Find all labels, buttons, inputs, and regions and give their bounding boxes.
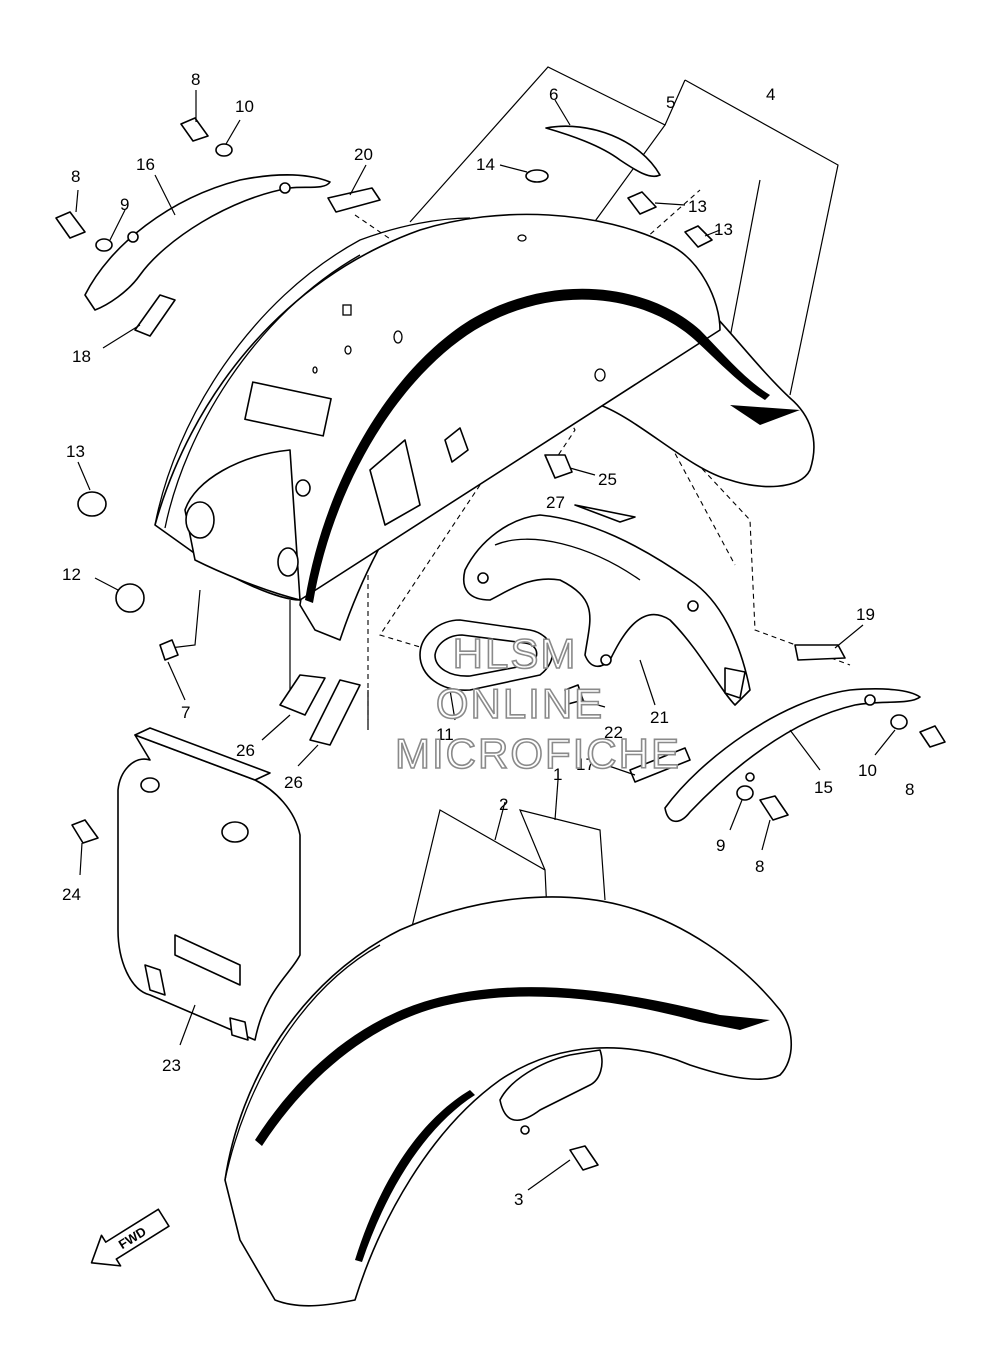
emblem-6 (545, 125, 661, 178)
leader-lines (75, 90, 896, 1191)
callout-8: 8 (905, 780, 914, 799)
callout-1: 1 (553, 765, 562, 784)
watermark: HLSM ONLINE MICROFICHE (394, 629, 681, 778)
callout-2: 2 (499, 795, 508, 814)
washer-10a (215, 143, 233, 157)
callout-10: 10 (235, 97, 254, 116)
grommet-12 (115, 583, 145, 613)
callout-5: 5 (666, 93, 675, 112)
callout-10: 10 (858, 761, 877, 780)
tape-26a (279, 674, 326, 716)
callout-26: 26 (236, 741, 255, 760)
bolt-8c (919, 725, 946, 748)
grommet-13a (627, 191, 657, 215)
callout-19: 19 (856, 605, 875, 624)
rear-fender (154, 213, 815, 641)
callout-22: 22 (604, 723, 623, 742)
washer-9a (95, 238, 113, 252)
callout-13: 13 (66, 442, 85, 461)
watermark-line-3: MICROFICHE (395, 730, 681, 777)
bolt-8a (180, 117, 209, 142)
callout-15: 15 (814, 778, 833, 797)
callout-18: 18 (72, 347, 91, 366)
callout-25: 25 (598, 470, 617, 489)
watermark-line-1: HLSM (453, 630, 578, 677)
pad-18 (134, 294, 176, 337)
callout-8: 8 (71, 167, 80, 186)
pad-17 (629, 747, 691, 783)
watermark-line-2: ONLINE (436, 680, 604, 727)
callout-9: 9 (120, 195, 129, 214)
side-cover (117, 727, 301, 1041)
callout-21: 21 (650, 708, 669, 727)
callout-16: 16 (136, 155, 155, 174)
callout-14: 14 (476, 155, 495, 174)
callout-labels: 8 10 8 9 16 20 18 6 5 4 14 13 13 13 25 2… (62, 70, 914, 1209)
callout-12: 12 (62, 565, 81, 584)
callout-8: 8 (755, 857, 764, 876)
screw-22 (564, 684, 584, 705)
callout-8: 8 (191, 70, 200, 89)
rear-flap (463, 504, 751, 706)
license-lamp (419, 619, 554, 691)
callout-27: 27 (546, 493, 565, 512)
pad-20 (327, 187, 381, 213)
washer-10b (890, 714, 908, 730)
callout-4: 4 (766, 85, 775, 104)
front-fender (224, 896, 792, 1307)
callout-9: 9 (716, 836, 725, 855)
bolt-24 (71, 819, 99, 844)
callout-3: 3 (514, 1190, 523, 1209)
hardware (55, 117, 946, 1171)
callout-13: 13 (714, 220, 733, 239)
tape-26b (309, 679, 361, 746)
bolt-8d (759, 795, 789, 821)
fender-rails (84, 174, 921, 823)
washer-14 (525, 169, 549, 183)
callout-11: 11 (436, 725, 454, 744)
washer-9b (736, 785, 754, 801)
pad-19 (794, 644, 846, 661)
callout-13: 13 (688, 197, 707, 216)
callout-24: 24 (62, 885, 81, 904)
callout-7: 7 (181, 703, 190, 722)
callout-23: 23 (162, 1056, 181, 1075)
nut-25 (544, 454, 573, 479)
bolt-7 (159, 639, 179, 661)
callout-17: 17 (576, 755, 595, 774)
callout-26: 26 (284, 773, 303, 792)
bolt-8b (55, 211, 86, 239)
callout-20: 20 (354, 145, 373, 164)
grommet-13b (684, 225, 713, 248)
grommet-13c (77, 491, 107, 517)
callout-6: 6 (549, 85, 558, 104)
bolt-3 (569, 1145, 599, 1171)
fwd-arrow: FWD (90, 1208, 170, 1267)
